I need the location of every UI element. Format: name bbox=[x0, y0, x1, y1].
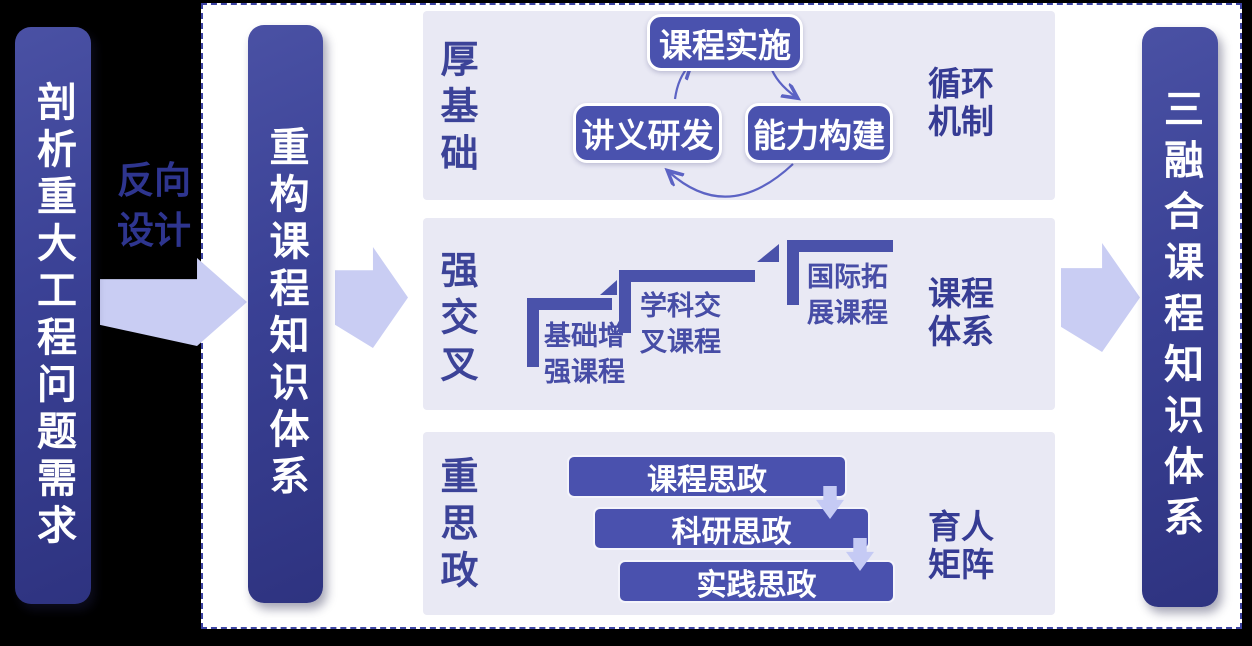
bar-practice-ideology-label: 实践思政 bbox=[696, 568, 817, 602]
pillar-rebuild-knowledge: 重构课程知识体系 bbox=[248, 25, 323, 603]
bar-research-ideology: 科研思政 bbox=[593, 507, 870, 550]
node-lecture-development: 讲义研发 bbox=[573, 103, 722, 163]
section-ideological-label: 重思政 bbox=[434, 456, 476, 597]
node-course-implementation-label: 课程实施 bbox=[659, 26, 791, 64]
bar-course-ideology-label: 课程思政 bbox=[647, 463, 767, 497]
section-ideological: 重思政 课程思政 科研思政 实践思政 育人 矩阵 bbox=[423, 432, 1055, 615]
step-basic-enhancement-label: 基础增 强课程 bbox=[544, 321, 625, 388]
course-system-label: 课程 体系 bbox=[928, 275, 994, 351]
pillar-three-fusion-label: 三融合课程知识体系 bbox=[1158, 87, 1202, 547]
bar-practice-ideology: 实践思政 bbox=[618, 560, 895, 603]
section-strong-intersection: 强交叉 基础增 强课程 学科交 叉课程 国际拓 展课程 课程 体系 bbox=[423, 218, 1055, 410]
pillar-rebuild-knowledge-label: 重构课程知识体系 bbox=[263, 126, 308, 502]
section-thick-foundation-label: 厚基础 bbox=[434, 39, 476, 180]
pillar-problem-needs-label: 剖析重大工程问题需求 bbox=[31, 80, 75, 551]
node-lecture-development-label: 讲义研发 bbox=[581, 117, 714, 154]
step-bracket-icon-2 bbox=[619, 270, 755, 282]
reverse-design-label: 反向 设计 bbox=[117, 160, 191, 251]
education-matrix-label: 育人 矩阵 bbox=[928, 508, 994, 584]
pillar-problem-needs: 剖析重大工程问题需求 bbox=[15, 27, 91, 604]
step-bracket-icon-1b bbox=[527, 298, 539, 367]
step-triangle-icon-2 bbox=[757, 244, 779, 262]
cycle-mechanism-label: 循环 机制 bbox=[928, 65, 994, 141]
step-international-label: 国际拓 展课程 bbox=[807, 262, 888, 329]
step-interdisciplinary-label: 学科交 叉课程 bbox=[640, 291, 721, 358]
step-bracket-icon-2b bbox=[619, 270, 631, 333]
pillar-three-fusion: 三融合课程知识体系 bbox=[1142, 27, 1218, 607]
node-ability-building-label: 能力构建 bbox=[753, 117, 885, 154]
node-ability-building: 能力构建 bbox=[745, 103, 893, 163]
node-course-implementation: 课程实施 bbox=[647, 14, 803, 71]
bar-research-ideology-label: 科研思政 bbox=[671, 515, 792, 549]
section-strong-intersection-label: 强交叉 bbox=[434, 250, 476, 391]
step-triangle-icon-1 bbox=[600, 280, 617, 295]
bar-course-ideology: 课程思政 bbox=[567, 455, 847, 498]
step-bracket-icon-1 bbox=[527, 298, 612, 310]
step-bracket-icon-3b bbox=[787, 240, 799, 305]
step-bracket-icon-3 bbox=[787, 240, 893, 252]
section-thick-foundation: 厚基础 课程实施 讲义研发 能力构建 循环 机制 bbox=[423, 11, 1055, 200]
